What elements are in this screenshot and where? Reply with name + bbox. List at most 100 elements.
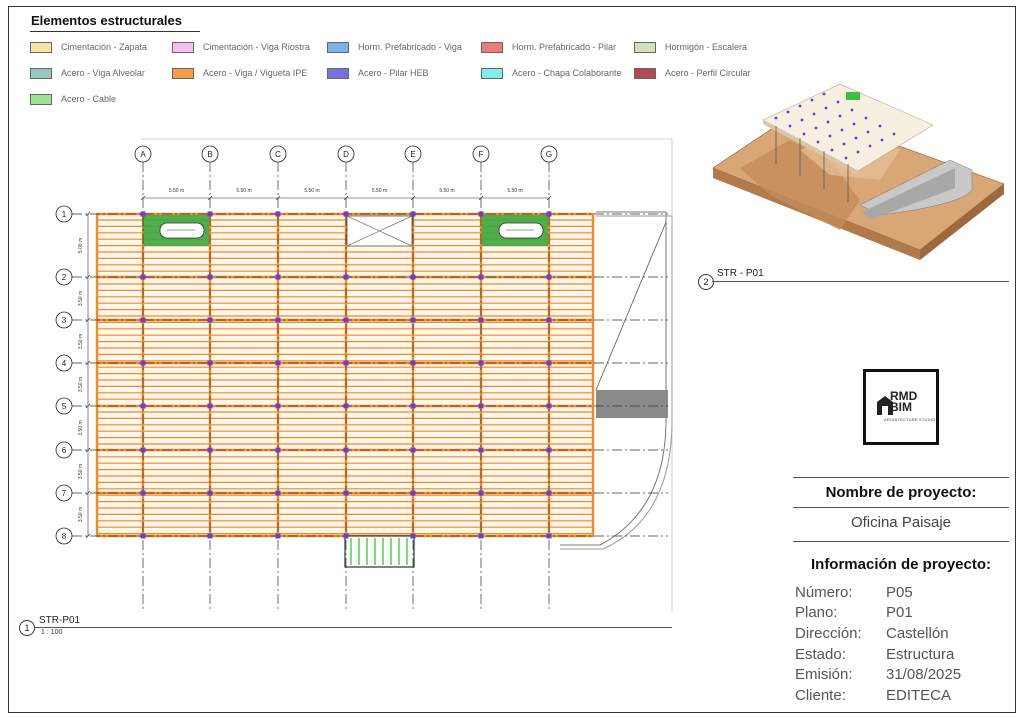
opening-cross — [346, 215, 413, 247]
steel-column — [546, 490, 552, 496]
iso-column-dot — [774, 116, 778, 120]
studio-logo: RMD BIM ARCHITECTURE STUDIO — [863, 369, 939, 445]
steel-column — [275, 211, 281, 217]
iso-column-dot — [866, 130, 870, 134]
grid-bubble-row — [55, 441, 73, 459]
dimension-label-row: 3.50 m — [78, 291, 84, 306]
grid-bubble-column — [201, 145, 219, 163]
iso-column-dot — [868, 144, 872, 148]
grid-label-row: 3 — [62, 316, 67, 325]
steel-column — [410, 533, 416, 539]
legend-swatch — [481, 67, 503, 79]
legend-item-pilar-heb: Acero - Pilar HEB — [327, 66, 429, 80]
iso-planter — [846, 92, 860, 100]
legend-swatch — [327, 67, 349, 79]
title-block-rule — [793, 507, 1009, 508]
steel-column — [140, 403, 146, 409]
steel-column — [343, 403, 349, 409]
grid-bubble-column — [540, 145, 558, 163]
steel-column — [410, 490, 416, 496]
iso-column-dot — [844, 156, 848, 160]
info-row-estado: Estado:Estructura — [795, 646, 955, 663]
grid-label-row: 2 — [62, 273, 67, 282]
info-row-numero: Número:P05 — [795, 584, 913, 601]
grid-label-column: A — [140, 150, 146, 159]
iso-column-dot — [814, 126, 818, 130]
bracing-line — [595, 221, 667, 391]
steel-column — [275, 360, 281, 366]
grid-label-row: 1 — [62, 210, 67, 219]
legend-item-viga-alveolar: Acero - Viga Alveolar — [30, 66, 145, 80]
gray-slab-strip — [596, 390, 668, 418]
info-row-plano: Plano:P01 — [795, 604, 913, 621]
grid-bubble-column — [404, 145, 422, 163]
plan-view-title-line — [34, 627, 672, 628]
legend-title: Elementos estructurales — [31, 13, 183, 28]
steel-column — [478, 211, 484, 217]
project-name: Oficina Paisaje — [850, 514, 952, 531]
steel-column — [207, 274, 213, 280]
dimension-tick — [85, 360, 91, 366]
title-block-rule — [793, 477, 1009, 478]
steel-column — [478, 360, 484, 366]
steel-column — [140, 274, 146, 280]
dimension-label-column: 5.50 m — [507, 188, 522, 194]
grid-bubble-column — [134, 145, 152, 163]
grid-label-column: E — [410, 150, 415, 159]
legend-swatch — [634, 41, 656, 53]
iso-column-dot — [838, 114, 842, 118]
project-name-heading: Nombre de proyecto: — [825, 484, 977, 501]
steel-column — [478, 447, 484, 453]
iso-column-dot — [878, 124, 882, 128]
drawing-sheet — [8, 6, 1016, 713]
legend-item-chapa: Acero - Chapa Colaborante — [481, 66, 622, 80]
legend-item-perfil-circular: Acero - Perfil Circular — [634, 66, 751, 80]
steel-column — [478, 533, 484, 539]
grid-label-row: 8 — [62, 532, 67, 541]
steel-column — [140, 360, 146, 366]
dimension-tick — [85, 317, 91, 323]
stair-frame — [344, 535, 415, 568]
plan-view-scale: 1 : 100 — [41, 629, 63, 636]
concrete-wall-face — [862, 168, 955, 220]
iso-column-dot — [892, 132, 896, 136]
dimension-label-row: 3.50 m — [78, 334, 84, 349]
iso-column-dot — [810, 98, 814, 102]
iso-column-dot — [842, 142, 846, 146]
steel-column — [410, 447, 416, 453]
dimension-tick — [207, 195, 213, 201]
steel-column — [140, 533, 146, 539]
grid-label-row: 7 — [62, 489, 67, 498]
dimension-label-column: 5.50 m — [304, 188, 319, 194]
grid-label-row: 6 — [62, 446, 67, 455]
dimension-tick — [343, 195, 349, 201]
steel-column — [478, 317, 484, 323]
dimension-label-column: 5.50 m — [236, 188, 251, 194]
legend-item-cable: Acero - Cable — [30, 92, 116, 106]
grid-bubble-column — [472, 145, 490, 163]
dimension-label-row: 5.00 m — [78, 238, 84, 253]
steel-column — [343, 274, 349, 280]
grid-bubble-row — [55, 268, 73, 286]
planter-oval — [498, 222, 544, 239]
iso-column-dot — [854, 136, 858, 140]
logo-line2: BIM — [890, 400, 912, 414]
plan-view-name: STR-P01 — [39, 615, 81, 626]
steel-column — [343, 360, 349, 366]
project-info-heading: Información de proyecto: — [810, 556, 992, 573]
iso-column-dot — [800, 118, 804, 122]
isometric-view — [712, 83, 1005, 260]
steel-column — [140, 490, 146, 496]
steel-column — [410, 403, 416, 409]
iso-column-dot — [864, 116, 868, 120]
iso-column-dot — [880, 138, 884, 142]
iso-column-dot — [798, 104, 802, 108]
iso-column-dot — [824, 106, 828, 110]
legend-swatch — [30, 67, 52, 79]
steel-column — [275, 317, 281, 323]
steel-column — [140, 211, 146, 217]
steel-column — [410, 211, 416, 217]
grid-bubble-row — [55, 484, 73, 502]
dimension-label-row: 3.50 m — [78, 420, 84, 435]
